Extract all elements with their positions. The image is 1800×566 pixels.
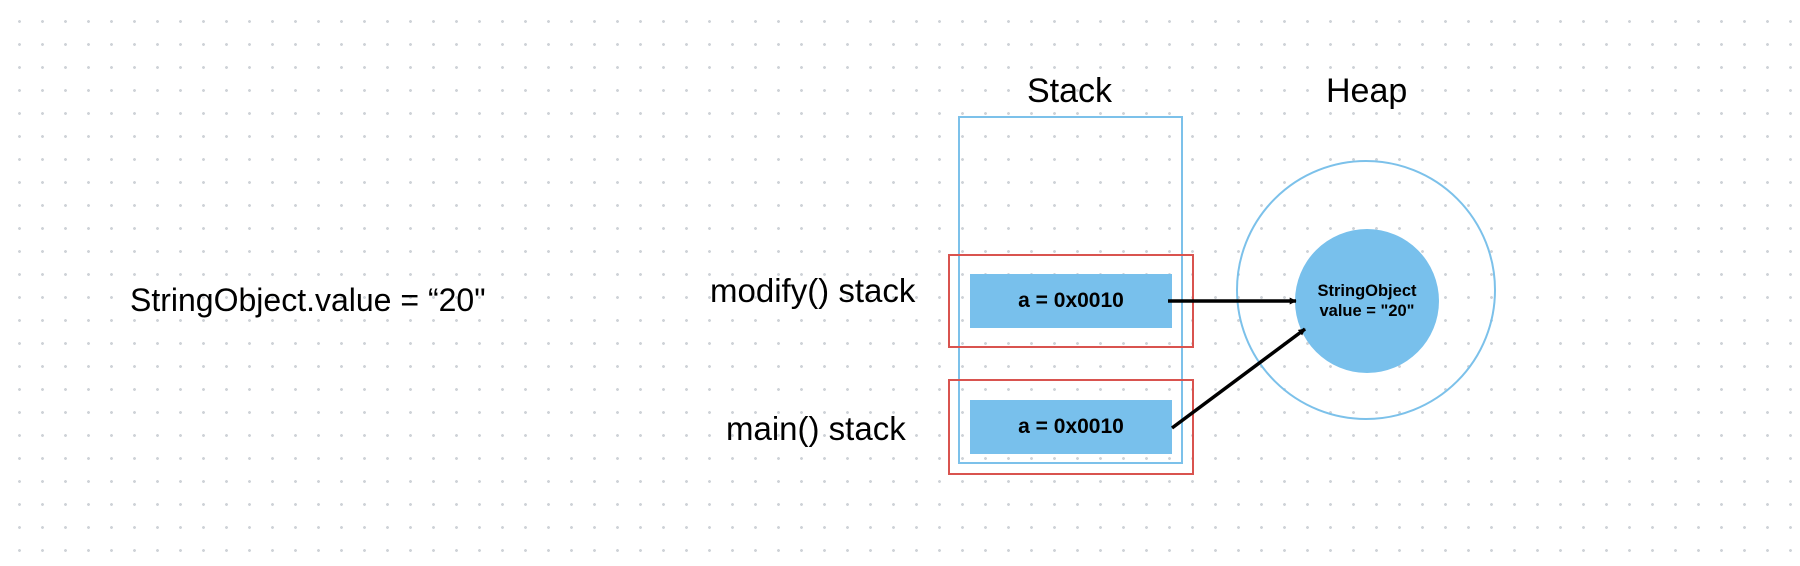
statement-text: StringObject.value = “20" xyxy=(130,282,486,318)
main-stack-label: main() stack xyxy=(726,410,906,447)
stack-title: Stack xyxy=(1027,72,1113,110)
main-reference-arrow xyxy=(1170,327,1307,430)
stack-area xyxy=(958,116,1183,464)
string-object: StringObject value = "20" xyxy=(1295,229,1439,373)
heap-title: Heap xyxy=(1326,72,1408,110)
main-stack-variable: a = 0x0010 xyxy=(970,400,1172,454)
string-object-class: StringObject xyxy=(1317,282,1417,300)
main-stack-frame xyxy=(948,379,1194,475)
string-object-value: value = "20" xyxy=(1319,302,1415,320)
modify-stack-label: modify() stack xyxy=(710,272,916,309)
modify-stack-variable: a = 0x0010 xyxy=(970,274,1172,328)
heap-area xyxy=(1236,160,1496,420)
